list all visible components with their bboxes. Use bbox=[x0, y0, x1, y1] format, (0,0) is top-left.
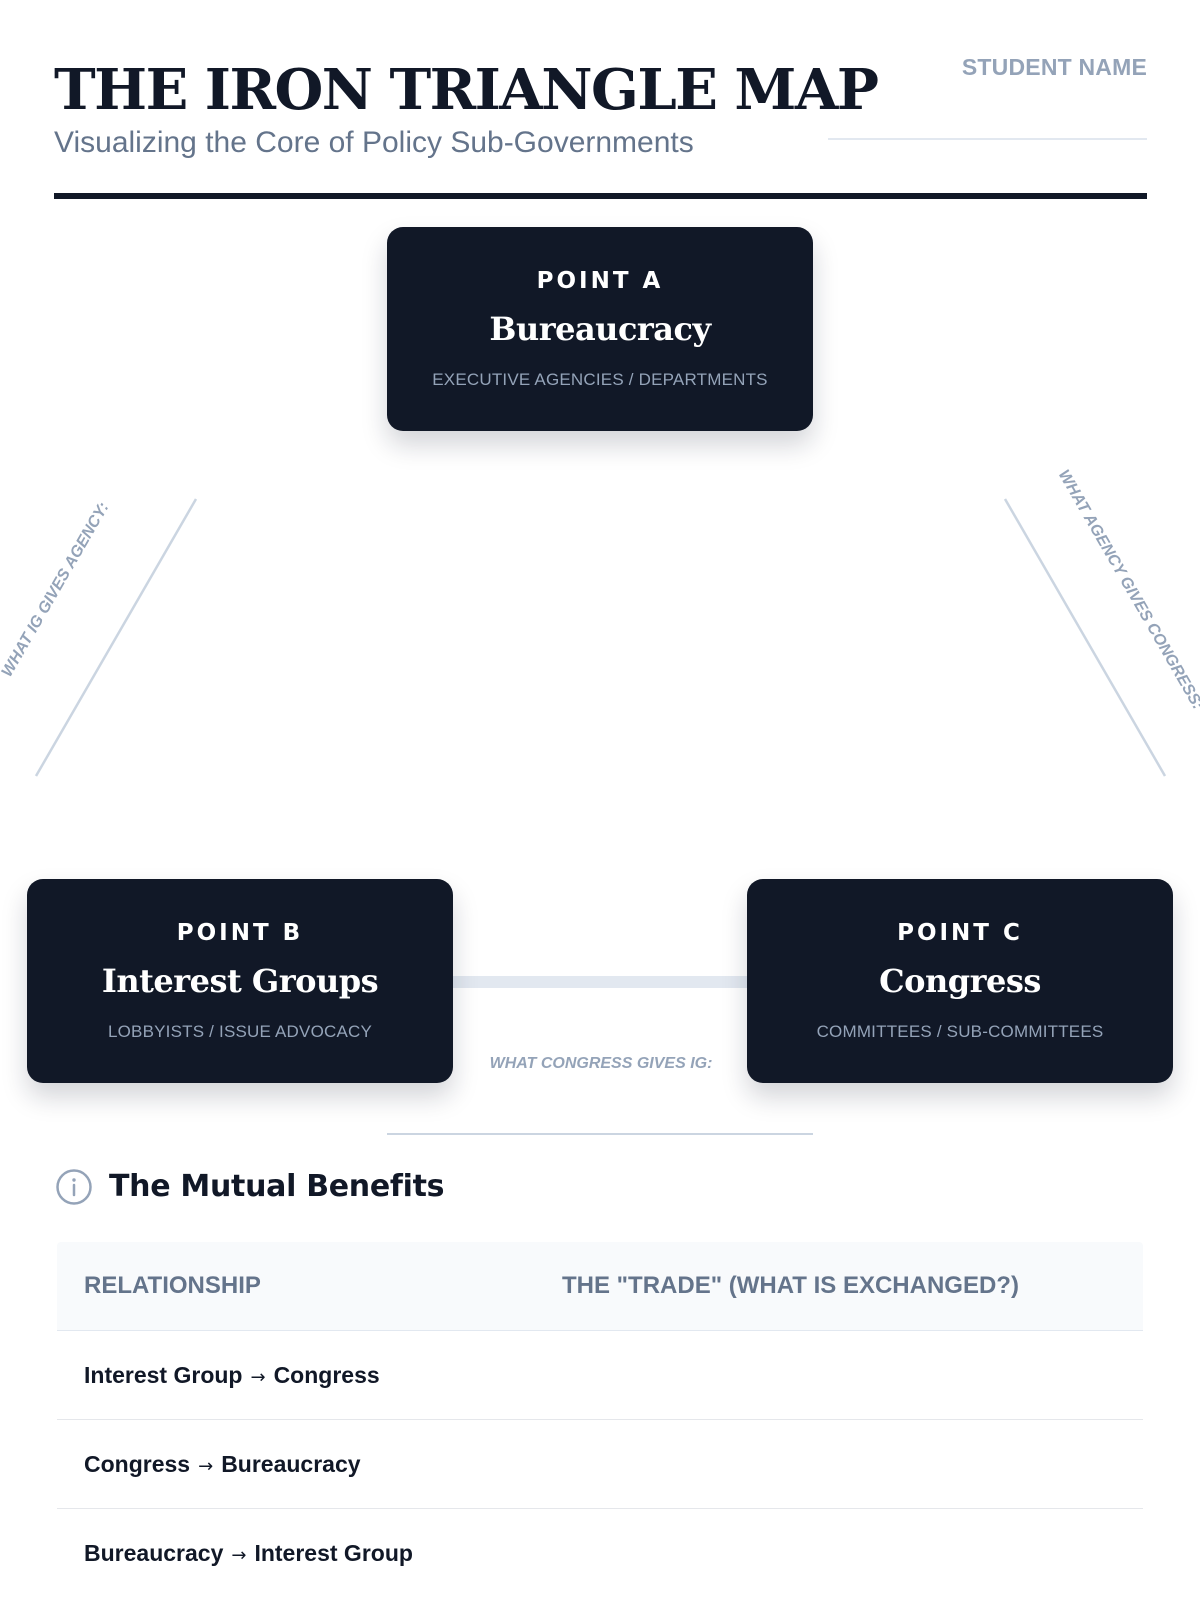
table-row: Congress → Bureaucracy bbox=[57, 1420, 1143, 1509]
trade-answer-field[interactable] bbox=[562, 1434, 1122, 1494]
column-header-trade: THE "TRADE" (WHAT IS EXCHANGED?) bbox=[562, 1272, 1019, 1299]
table-header: RELATIONSHIP THE "TRADE" (WHAT IS EXCHAN… bbox=[57, 1242, 1143, 1331]
node-name: Interest Groups bbox=[101, 962, 379, 1000]
node-interest-groups: POINT B Interest Groups LOBBYISTS / ISSU… bbox=[27, 879, 453, 1083]
node-congress: POINT C Congress COMMITTEES / SUB-COMMIT… bbox=[747, 879, 1173, 1083]
header-divider bbox=[54, 193, 1147, 199]
arrow-right-icon: → bbox=[231, 1545, 247, 1566]
edge-label-agency-to-congress: WHAT AGENCY GIVES CONGRESS: bbox=[1054, 467, 1200, 713]
relationship-from: Bureaucracy bbox=[84, 1540, 224, 1566]
relationship-cell: Bureaucracy → Interest Group bbox=[84, 1509, 413, 1597]
trade-answer-field[interactable] bbox=[562, 1345, 1122, 1405]
node-subtitle: EXECUTIVE AGENCIES / DEPARTMENTS bbox=[432, 370, 768, 389]
node-name: Bureaucracy bbox=[489, 310, 711, 348]
column-header-relationship: RELATIONSHIP bbox=[84, 1272, 261, 1299]
trade-answer-field[interactable] bbox=[562, 1523, 1122, 1583]
answer-line-congress-to-ig[interactable] bbox=[387, 1133, 813, 1135]
arrow-right-icon: → bbox=[198, 1456, 214, 1477]
student-name-label: STUDENT NAME bbox=[961, 54, 1147, 80]
relationship-cell: Congress → Bureaucracy bbox=[84, 1420, 361, 1508]
connector-left bbox=[34, 498, 198, 777]
info-icon bbox=[56, 1169, 92, 1205]
node-point-label: POINT B bbox=[176, 920, 304, 946]
relationship-to: Interest Group bbox=[254, 1540, 413, 1566]
benefits-table: RELATIONSHIP THE "TRADE" (WHAT IS EXCHAN… bbox=[57, 1242, 1143, 1597]
student-name-field[interactable] bbox=[828, 138, 1147, 140]
benefits-section-header: The Mutual Benefits bbox=[55, 1166, 445, 1208]
relationship-from: Congress bbox=[84, 1451, 191, 1477]
benefits-section-title: The Mutual Benefits bbox=[109, 1169, 445, 1204]
table-row: Bureaucracy → Interest Group bbox=[57, 1509, 1143, 1597]
node-point-label: POINT A bbox=[536, 268, 664, 294]
arrow-right-icon: → bbox=[250, 1367, 266, 1388]
node-name: Congress bbox=[879, 962, 1041, 1000]
relationship-to: Congress bbox=[273, 1362, 380, 1388]
node-bureaucracy: POINT A Bureaucracy EXECUTIVE AGENCIES /… bbox=[387, 227, 813, 431]
node-point-label: POINT C bbox=[897, 920, 1023, 946]
connector-right bbox=[1003, 498, 1167, 777]
node-subtitle: COMMITTEES / SUB-COMMITTEES bbox=[816, 1022, 1104, 1041]
edge-label-ig-to-agency: WHAT IG GIVES AGENCY: bbox=[0, 499, 113, 680]
page-subtitle: Visualizing the Core of Policy Sub-Gover… bbox=[54, 126, 694, 159]
relationship-cell: Interest Group → Congress bbox=[84, 1331, 380, 1419]
relationship-from: Interest Group bbox=[84, 1362, 243, 1388]
edge-label-congress-to-ig: WHAT CONGRESS GIVES IG: bbox=[489, 1055, 713, 1072]
relationship-to: Bureaucracy bbox=[221, 1451, 361, 1477]
page-title: THE IRON TRIANGLE MAP bbox=[54, 57, 879, 123]
node-subtitle: LOBBYISTS / ISSUE ADVOCACY bbox=[107, 1022, 373, 1041]
table-row: Interest Group → Congress bbox=[57, 1331, 1143, 1420]
